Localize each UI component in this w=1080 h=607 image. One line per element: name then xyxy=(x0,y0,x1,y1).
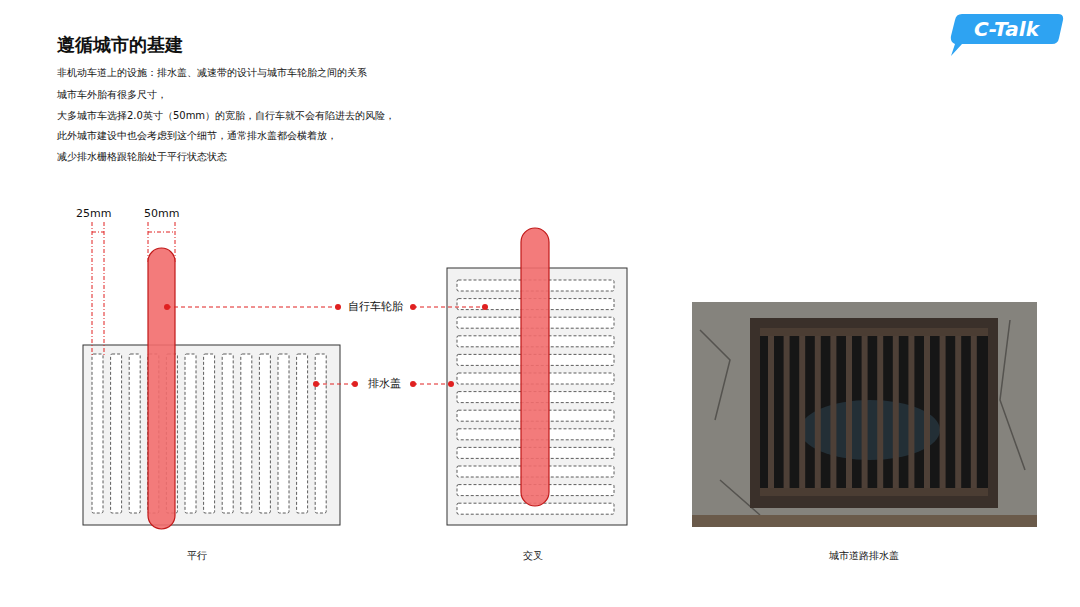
drain-slot xyxy=(222,354,233,513)
dimension-label: 25mm xyxy=(76,207,111,220)
logo-badge xyxy=(951,14,1063,56)
dimension-label: 50mm xyxy=(144,207,179,220)
body-text: 减少排水栅格跟轮胎处于平行状态状态 xyxy=(57,151,227,163)
grate-bar xyxy=(940,330,946,494)
grate-bar xyxy=(877,330,883,494)
drain-slot xyxy=(241,354,252,513)
drain-slot xyxy=(204,354,215,513)
grate-bar xyxy=(971,330,977,494)
grate-bar xyxy=(955,330,961,494)
leader-lines xyxy=(167,307,485,384)
drain-slot xyxy=(278,354,289,513)
figure-caption: 平行 xyxy=(187,550,207,562)
callout-label: 排水盖 xyxy=(366,377,403,390)
grate-bar xyxy=(924,330,930,494)
drain-slot xyxy=(185,354,196,513)
drain-slot xyxy=(129,354,140,513)
grate-bar xyxy=(862,330,868,494)
drain-photo xyxy=(692,302,1037,527)
drain-cover xyxy=(83,345,340,525)
body-text: 大多城市车选择2.0英寸（50mm）的宽胎，自行车就不会有陷进去的风险， xyxy=(57,110,395,122)
callout-label: 自行车轮胎 xyxy=(346,300,405,313)
body-text: 非机动车道上的设施：排水盖、减速带的设计与城市车轮胎之间的关系 xyxy=(57,67,367,79)
bike-tyre xyxy=(148,248,175,529)
body-text: 城市车外胎有很多尺寸， xyxy=(57,89,167,101)
grate-bar xyxy=(784,330,790,494)
drain-slot xyxy=(259,354,270,513)
bike-tyre xyxy=(521,228,549,506)
grate-bar xyxy=(846,330,852,494)
drain-slot xyxy=(315,354,326,513)
grate-bar xyxy=(768,330,774,494)
grate-bar xyxy=(830,330,836,494)
leader-dots xyxy=(164,304,488,387)
grate-bar xyxy=(908,330,914,494)
grate-bar xyxy=(815,330,821,494)
drain-slot xyxy=(92,354,103,513)
drain-slot xyxy=(297,354,308,513)
page-title: 遵循城市的基建 xyxy=(57,34,183,56)
body-text: 此外城市建设中也会考虑到这个细节，通常排水盖都会横着放， xyxy=(57,130,337,142)
drain-slots xyxy=(92,354,326,513)
grate-bar xyxy=(893,330,899,494)
logo-text: C-Talk xyxy=(974,17,1039,41)
grate-bar xyxy=(799,330,805,494)
drain-slot xyxy=(111,354,122,513)
figure-caption: 交叉 xyxy=(523,550,543,562)
figure-caption: 城市道路排水盖 xyxy=(829,550,899,562)
